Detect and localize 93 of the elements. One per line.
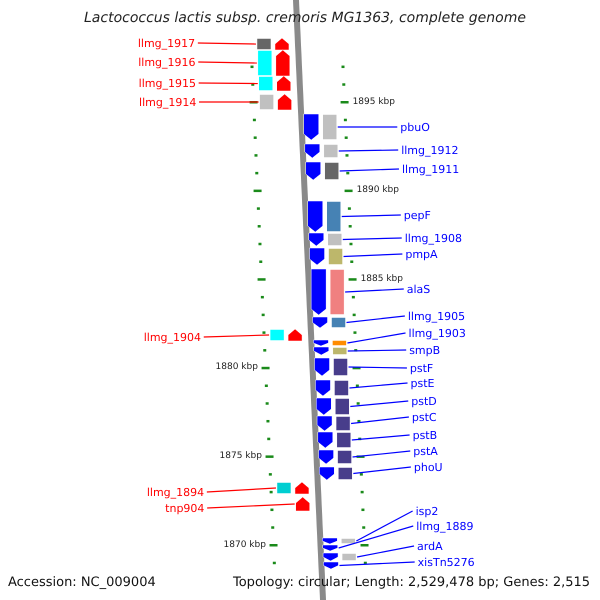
gene-label: pstB (412, 430, 438, 440)
leader-line (348, 349, 406, 352)
gene-label: llmg_1889 (416, 520, 474, 532)
gene-label: pmpA (405, 248, 438, 260)
footer-text: Accession: NC_009004 (8, 576, 156, 589)
leader-line (198, 61, 257, 64)
leader-line (338, 126, 398, 128)
gene-label: pstC (412, 412, 437, 422)
gene-feature (316, 398, 350, 416)
gene-label: llmg_1908 (404, 232, 462, 244)
leader-line (353, 466, 411, 474)
gene-label: ardA (417, 540, 443, 552)
leader-line (352, 434, 410, 441)
gene-label: smpB (409, 344, 440, 356)
gene-feature (305, 162, 339, 180)
gene-label: isp2 (416, 506, 438, 516)
gene-feature (308, 232, 342, 246)
gene-feature (318, 450, 352, 464)
gene-feature (316, 416, 350, 432)
leader-line (348, 366, 407, 369)
leader-line (342, 237, 402, 240)
title: Lactococcus lactis subsp. cremoris MG1363, complete genome (84, 11, 526, 25)
leader-line (342, 214, 401, 218)
leader-line (345, 288, 404, 293)
leader-line (347, 332, 406, 344)
leader-line (352, 450, 410, 458)
leader-line (356, 510, 413, 542)
scale-label: 1895 kbp (352, 98, 395, 106)
gene-feature (309, 248, 343, 266)
scale-label: 1885 kbp (360, 274, 403, 284)
leader-line (349, 382, 408, 389)
scale-label: 1880 kbp (216, 363, 258, 372)
footer-text: Topology: circular; Length: 2,529,478 bp; Genes: 2,515 (233, 576, 590, 589)
leader-line (338, 149, 398, 152)
leader-line (206, 487, 276, 493)
leader-line (207, 503, 295, 509)
gene-label: llmg_1894 (146, 486, 204, 498)
gene-label: llmg_1915 (138, 78, 196, 88)
gene-label: llmg_1904 (144, 332, 202, 342)
gene-label: xisTn5276 (418, 556, 475, 568)
leader-line (339, 561, 415, 566)
gene-feature (270, 328, 302, 342)
leader-line (198, 82, 258, 84)
gene-label: pstD (411, 396, 437, 406)
gene-label: phoU (414, 462, 443, 472)
leader-line (204, 334, 270, 338)
gene-label: pstF (410, 362, 434, 374)
leader-line (198, 42, 256, 45)
gene-feature (319, 466, 353, 480)
gene-label: llmg_1911 (402, 164, 460, 174)
gene-feature (312, 316, 346, 328)
gene-feature (308, 200, 341, 232)
gene-label: llmg_1916 (138, 56, 196, 68)
gene-label: llmg_1917 (138, 38, 196, 48)
gene-label: pepF (404, 210, 431, 220)
gene-label: llmg_1903 (408, 328, 466, 338)
gene-feature (318, 432, 352, 448)
scale-label: 1890 kbp (356, 186, 399, 196)
gene-feature (304, 144, 338, 158)
gene-feature (315, 380, 349, 396)
gene-label: llmg_1905 (408, 310, 466, 322)
gene-feature (258, 76, 291, 92)
leader-line (351, 416, 409, 424)
gene-label: pstE (410, 378, 434, 388)
leader-line (340, 168, 399, 172)
leader-line (338, 525, 414, 549)
leader-line (344, 253, 402, 258)
scale-label: 1870 kbp (224, 540, 266, 550)
gene-feature (276, 482, 310, 494)
gene-feature (323, 562, 339, 570)
gene-label: pbuO (400, 122, 430, 132)
gene-feature (322, 544, 338, 552)
leader-line (346, 315, 405, 324)
gene-feature (314, 358, 348, 376)
gene-label: pstA (413, 446, 438, 456)
gene-feature (303, 114, 337, 140)
gene-feature (314, 346, 348, 356)
gene-label: llmg_1912 (401, 144, 458, 156)
gene-label: tnp904 (165, 502, 204, 514)
gene-feature (310, 268, 344, 316)
gene-feature (313, 340, 347, 346)
leader-line (350, 400, 408, 408)
gene-feature (259, 94, 292, 110)
leader-line (199, 101, 259, 103)
gene-feature (322, 552, 356, 562)
gene-feature (322, 538, 356, 544)
gene-feature (258, 50, 290, 76)
gene-feature (295, 496, 310, 512)
gene-feature (256, 38, 290, 50)
leader-line (356, 545, 414, 558)
scale-label: 1875 kbp (220, 452, 262, 461)
gene-label: llmg_1914 (139, 96, 196, 108)
gene-label: alaS (406, 284, 430, 294)
